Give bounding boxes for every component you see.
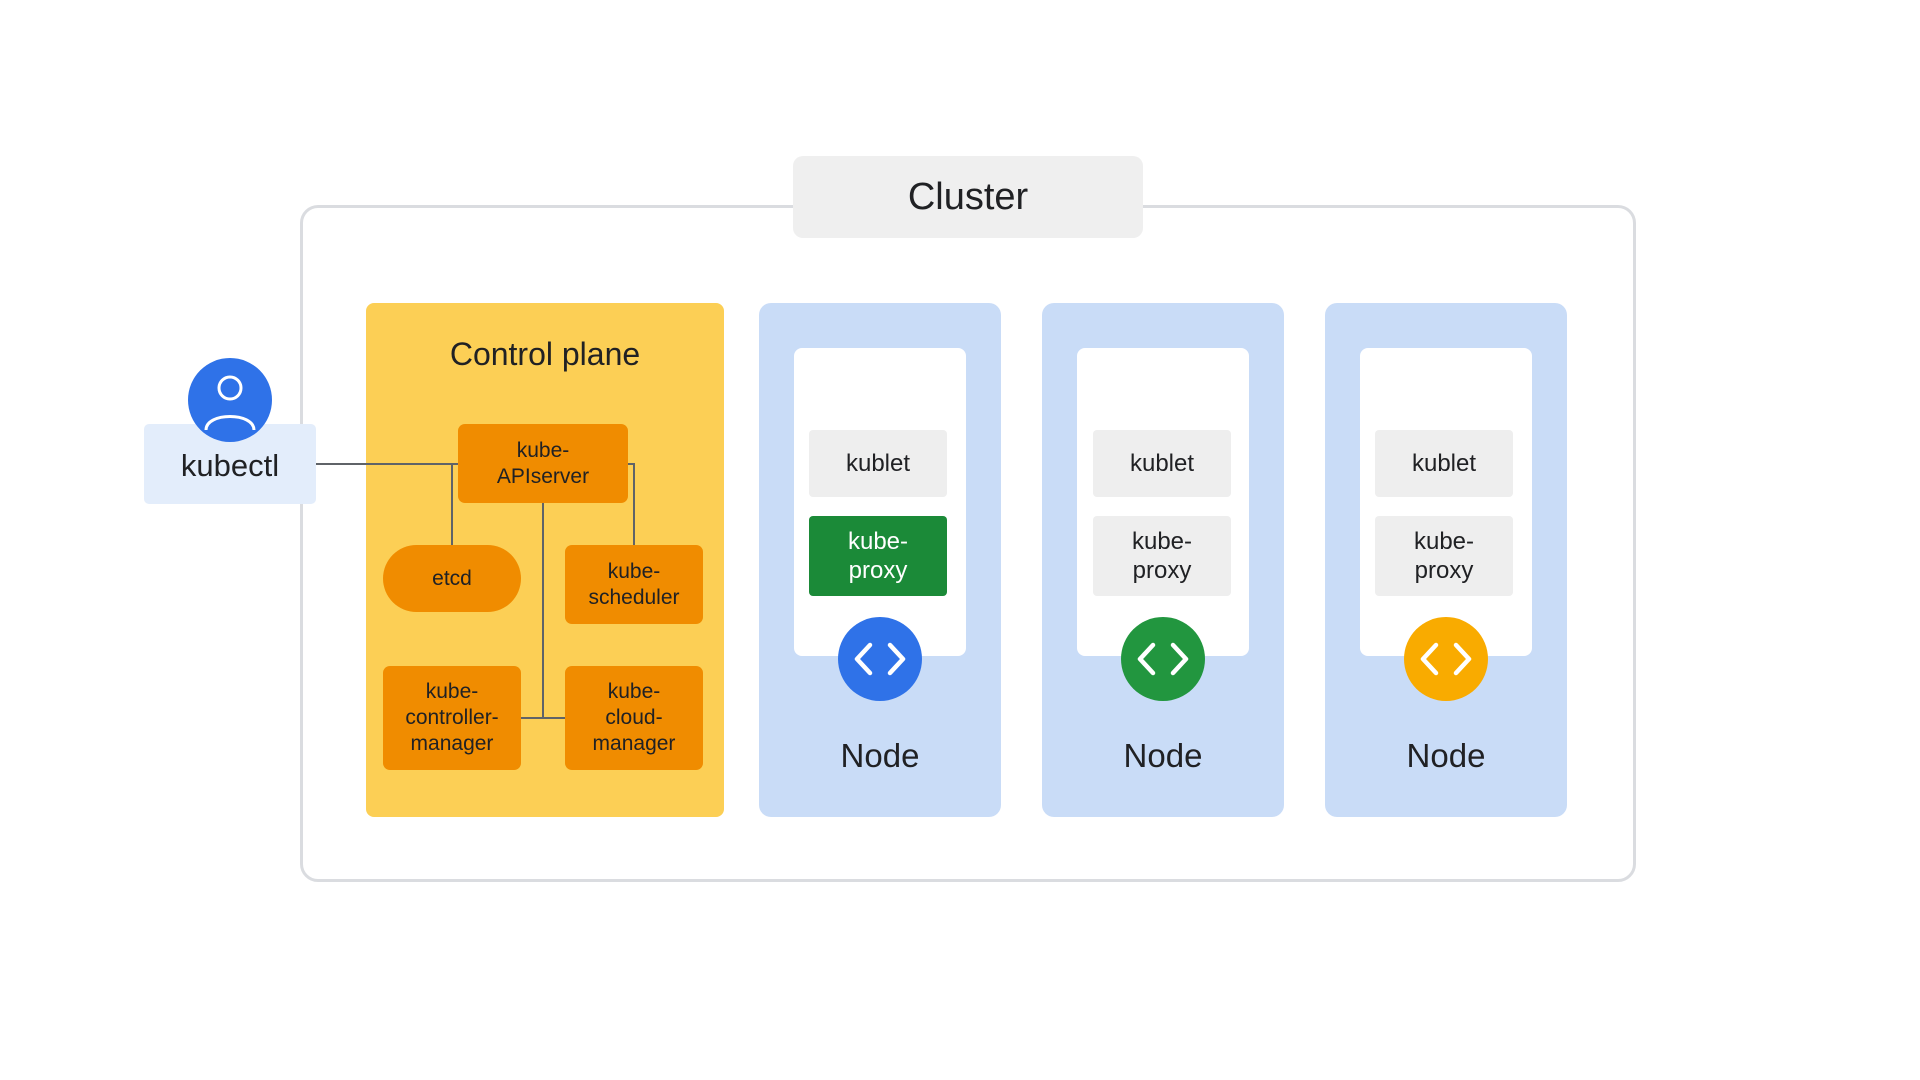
- line-apiserver-scheduler: [628, 463, 635, 545]
- node-inner-card-1: [794, 348, 966, 656]
- kubectl-box[interactable]: kubectl: [144, 424, 316, 504]
- kube-proxy-box-2[interactable]: kube- proxy: [1093, 516, 1231, 596]
- code-icon: [838, 617, 922, 701]
- node-inner-card-3: [1360, 348, 1532, 656]
- kube-scheduler-box[interactable]: kube- scheduler: [565, 545, 703, 624]
- code-icon: [1404, 617, 1488, 701]
- kubectl-label: kubectl: [180, 448, 280, 483]
- node-label-1: Node: [840, 737, 920, 774]
- node-inner-card-2: [1077, 348, 1249, 656]
- kubelet-box-2[interactable]: kublet: [1093, 430, 1231, 497]
- control-plane-title: Control plane: [449, 336, 641, 372]
- kube-proxy-box-1[interactable]: kube- proxy: [809, 516, 947, 596]
- kubelet-box-1[interactable]: kublet: [809, 430, 947, 497]
- kube-apiserver-box[interactable]: kube- APIserver: [458, 424, 628, 503]
- etcd-box[interactable]: etcd: [383, 545, 521, 612]
- kube-cloud-manager-box[interactable]: kube- cloud- manager: [565, 666, 703, 770]
- user-icon: [188, 358, 272, 442]
- node-label-2: Node: [1123, 737, 1203, 774]
- kubelet-box-3[interactable]: kublet: [1375, 430, 1513, 497]
- node-label-3: Node: [1406, 737, 1486, 774]
- kube-controller-manager-box[interactable]: kube- controller- manager: [383, 666, 521, 770]
- kube-proxy-box-3[interactable]: kube- proxy: [1375, 516, 1513, 596]
- code-icon: [1121, 617, 1205, 701]
- cluster-title: Cluster: [793, 156, 1143, 238]
